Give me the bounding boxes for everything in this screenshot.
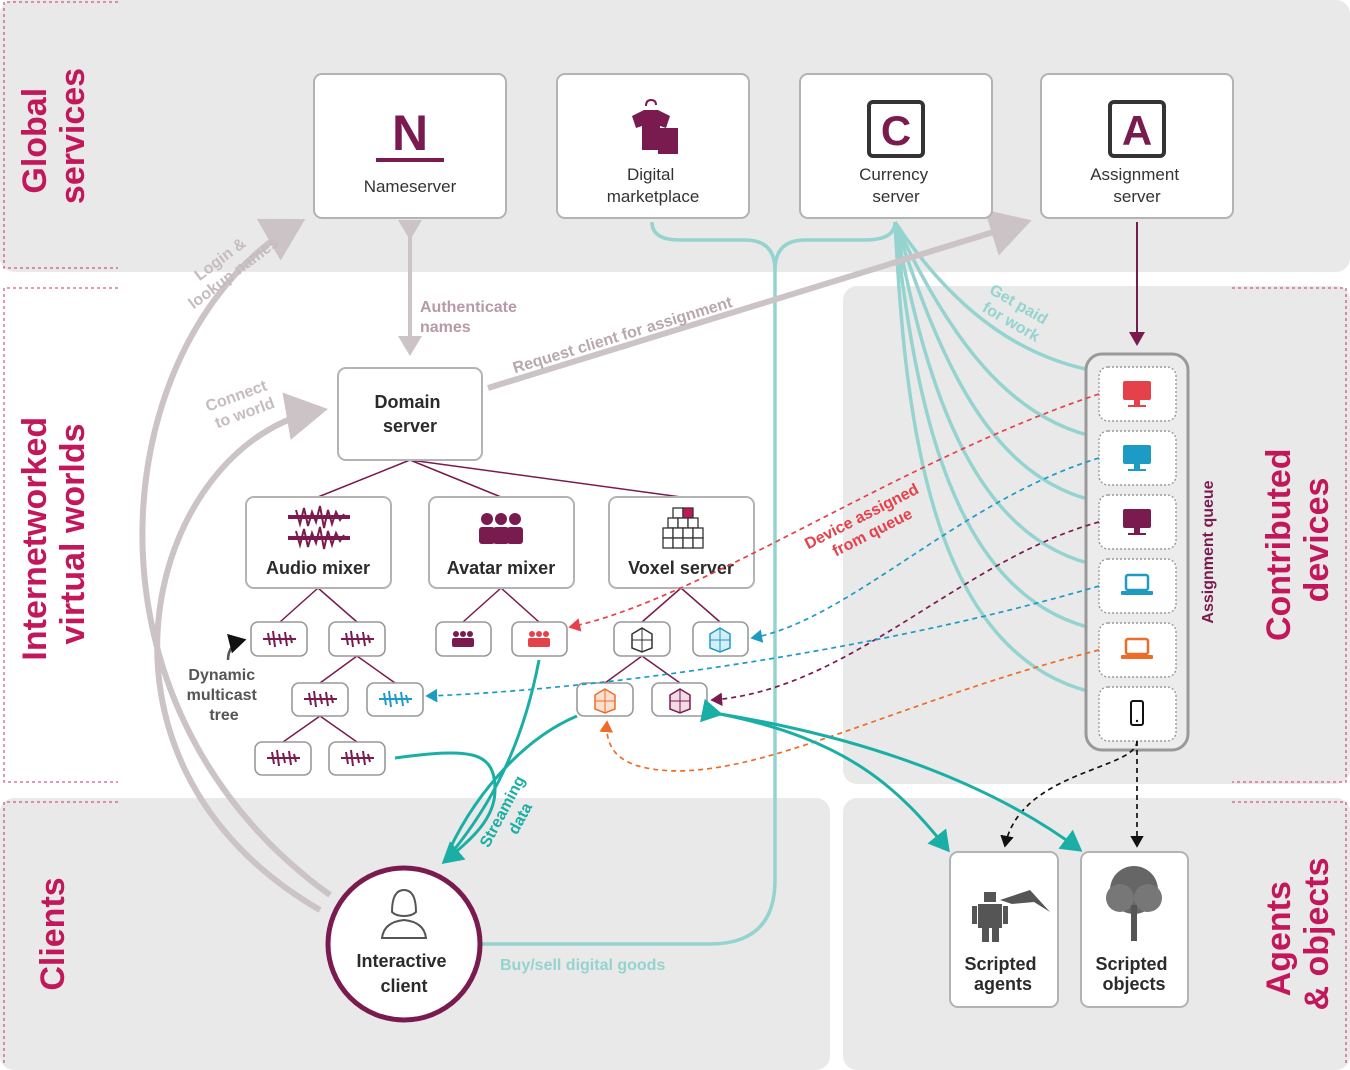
currency-box[interactable]: C Currency server (799, 73, 993, 219)
audio-node[interactable] (328, 741, 386, 776)
marketplace-box[interactable]: Digital marketplace (556, 73, 750, 219)
laptop-icon (1121, 573, 1153, 595)
audio-wave-icon (288, 505, 350, 550)
audio-node[interactable] (328, 621, 386, 657)
buy-sell-label: Buy/sell digital goods (500, 957, 665, 974)
nameserver-label: Nameserver (364, 177, 457, 196)
marketplace-currency-link (480, 221, 777, 946)
scripted-objects-label: Scripted objects (1095, 954, 1172, 994)
person-icon (380, 888, 428, 939)
phone-icon (1130, 700, 1144, 726)
avatar-node-assigned[interactable] (511, 621, 568, 657)
queue-slot-blue-desktop[interactable] (1098, 430, 1177, 486)
scripted-agents-label: Scripted agents (964, 954, 1041, 994)
audio-mixer-label: Audio mixer (266, 558, 370, 578)
avatar-mixer-box[interactable]: Avatar mixer (428, 496, 575, 589)
laptop-icon (1121, 637, 1153, 659)
marketplace-label: Digital marketplace (607, 165, 700, 206)
voxel-server-box[interactable]: Voxel server (608, 496, 755, 589)
shirt-hanger-icon (632, 98, 678, 154)
voxel-node-assigned[interactable] (651, 682, 708, 717)
voxel-cubes-icon (662, 507, 704, 549)
queue-label: Assignment queue (1200, 480, 1217, 623)
section-label-virtual-worlds: Internetworked virtual worlds (16, 407, 92, 660)
tree-lines (279, 459, 721, 743)
currency-icon (867, 100, 925, 158)
gray-arrows (139, 209, 1032, 913)
assignment-box[interactable]: A Assignment server (1040, 73, 1234, 219)
voxel-node[interactable] (613, 621, 671, 657)
audio-node[interactable] (291, 682, 349, 717)
interactive-client-label: Interactive client (356, 951, 451, 996)
nameserver-icon: N (392, 105, 428, 161)
svg-text:C: C (881, 107, 911, 154)
desktop-icon (1123, 445, 1151, 471)
domain-server-label: Domain server (374, 392, 445, 436)
dynamic-tree-label: Dynamic multicast tree (187, 667, 262, 724)
section-label-contributed: Contributed devices (1260, 439, 1336, 641)
section-label-agents: Agents & objects (1260, 857, 1336, 1010)
tree-icon (1106, 866, 1162, 941)
voxel-node-assigned[interactable] (692, 621, 749, 657)
svg-text:A: A (1122, 107, 1152, 154)
avatar-mixer-label: Avatar mixer (447, 558, 555, 578)
robot-bird-icon (972, 890, 1050, 942)
queue-slot-blue-laptop[interactable] (1098, 558, 1177, 614)
domain-server-box[interactable]: Domain server (337, 367, 483, 461)
desktop-icon (1123, 381, 1151, 407)
login-arrow (139, 218, 332, 898)
assignment-label: Assignment server (1090, 165, 1184, 206)
audio-node[interactable] (254, 741, 312, 776)
avatar-node[interactable] (435, 621, 492, 657)
scripted-agents-box[interactable]: Scripted agents (949, 851, 1059, 1008)
interactive-client[interactable]: Interactive client (325, 865, 483, 1023)
queue-slot-phone[interactable] (1098, 686, 1177, 742)
queue-slot-orange-laptop[interactable] (1098, 622, 1177, 678)
audio-mixer-box[interactable]: Audio mixer (245, 496, 392, 589)
assignment-icon (1108, 100, 1166, 158)
queue-slot-purple-desktop[interactable] (1098, 494, 1177, 550)
audio-node[interactable] (250, 621, 308, 657)
assignment-queue (1084, 352, 1190, 752)
request-arrow (487, 209, 1032, 391)
queue-slot-red-desktop[interactable] (1098, 366, 1177, 422)
voxel-server-label: Voxel server (628, 558, 734, 578)
voxel-node-assigned[interactable] (576, 682, 634, 717)
authenticate-label: Authenticate names (420, 299, 521, 336)
audio-node-assigned[interactable] (366, 682, 424, 717)
desktop-icon (1123, 509, 1151, 535)
section-label-global: Global services (16, 68, 92, 204)
scripted-objects-box[interactable]: Scripted objects (1080, 851, 1189, 1008)
currency-label: Currency server (859, 165, 933, 206)
nameserver-box[interactable]: N Nameserver (313, 73, 507, 219)
section-label-clients: Clients (34, 877, 72, 990)
streaming-arrows (394, 659, 1083, 864)
connect-arrow (154, 392, 328, 913)
avatar-group-icon (479, 513, 523, 544)
